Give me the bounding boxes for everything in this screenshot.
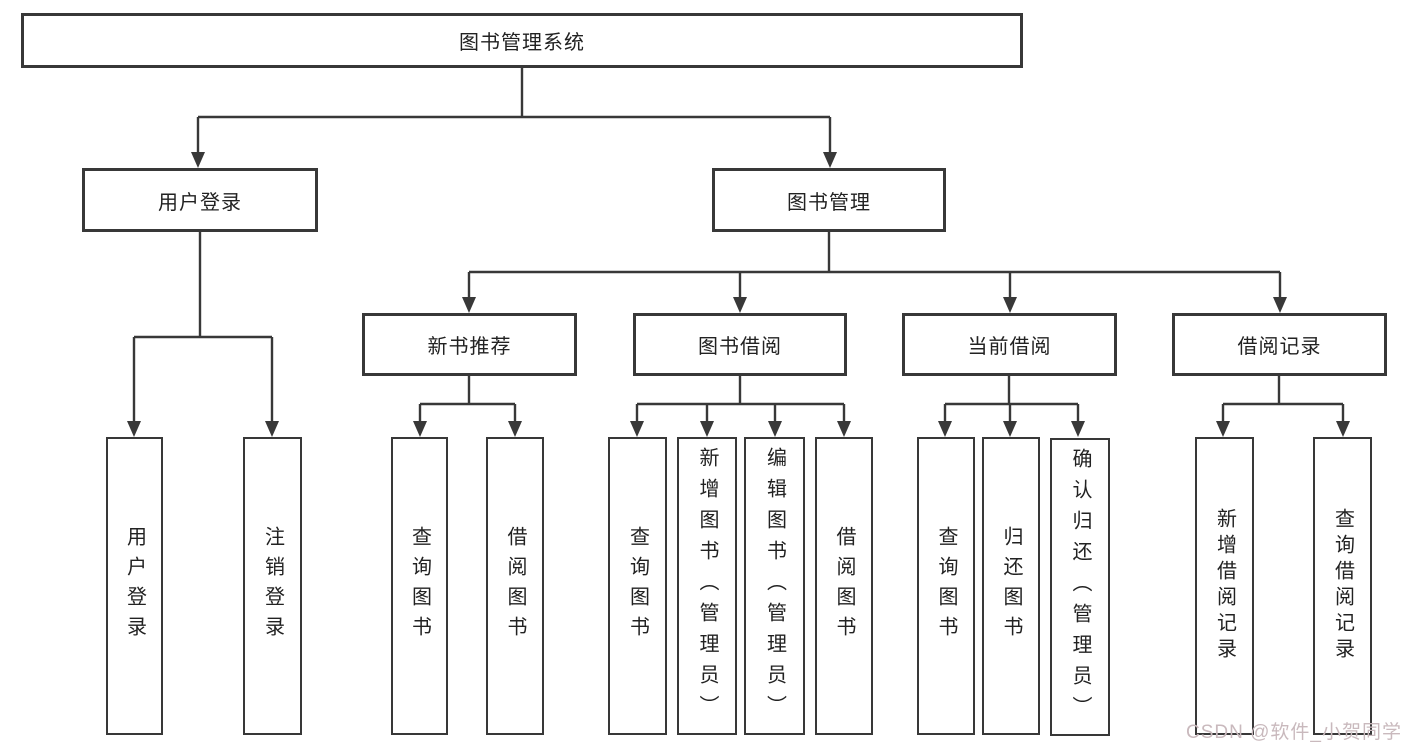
leaf-borrow-books-borrowing-label: 借阅图书 — [833, 526, 855, 646]
leaf-return-books: 归还图书 — [982, 437, 1040, 735]
leaf-confirm-return-admin: 确认归还（管理员） — [1050, 438, 1110, 736]
node-borrowing-records-label: 借阅记录 — [1237, 336, 1322, 358]
watermark-text: CSDN @软件_小贺同学 — [1186, 722, 1402, 743]
leaf-logout-label: 注销登录 — [261, 526, 284, 646]
node-book-management: 图书管理 — [712, 168, 946, 232]
node-book-management-label: 图书管理 — [787, 191, 871, 214]
node-user-login: 用户登录 — [82, 168, 318, 232]
leaf-user-login: 用户登录 — [106, 437, 163, 735]
leaf-query-borrow-record: 查询借阅记录 — [1313, 437, 1372, 735]
leaf-query-borrow-record-label: 查询借阅记录 — [1331, 508, 1354, 664]
leaf-logout: 注销登录 — [243, 437, 302, 735]
node-book-borrowing: 图书借阅 — [633, 313, 847, 376]
leaf-add-borrow-record: 新增借阅记录 — [1195, 437, 1254, 735]
leaf-user-login-label: 用户登录 — [123, 526, 146, 646]
leaf-borrow-books-borrowing: 借阅图书 — [815, 437, 873, 735]
node-library-system-label: 图书管理系统 — [459, 32, 585, 54]
node-new-book-recommendation: 新书推荐 — [362, 313, 577, 376]
node-current-borrowing: 当前借阅 — [902, 313, 1117, 376]
node-new-book-recommendation-label: 新书推荐 — [427, 336, 512, 358]
node-book-borrowing-label: 图书借阅 — [698, 336, 782, 358]
node-borrowing-records: 借阅记录 — [1172, 313, 1387, 376]
leaf-add-books-admin-label: 新增图书（管理员） — [696, 446, 718, 726]
leaf-confirm-return-admin-label: 确认归还（管理员） — [1069, 447, 1091, 727]
leaf-borrow-books-recommend-label: 借阅图书 — [504, 526, 526, 646]
node-current-borrowing-label: 当前借阅 — [967, 336, 1052, 358]
leaf-query-books-borrowing: 查询图书 — [608, 437, 667, 735]
node-library-system: 图书管理系统 — [21, 13, 1023, 68]
leaf-add-books-admin: 新增图书（管理员） — [677, 437, 737, 735]
leaf-query-books-current: 查询图书 — [917, 437, 975, 735]
leaf-borrow-books-recommend: 借阅图书 — [486, 437, 544, 735]
leaf-query-books-recommend-label: 查询图书 — [408, 526, 431, 646]
leaf-edit-books-admin: 编辑图书（管理员） — [744, 437, 805, 735]
leaf-edit-books-admin-label: 编辑图书（管理员） — [763, 446, 786, 726]
leaf-query-books-recommend: 查询图书 — [391, 437, 448, 735]
node-user-login-label: 用户登录 — [158, 191, 242, 214]
leaf-add-borrow-record-label: 新增借阅记录 — [1213, 508, 1236, 664]
arrowheads — [127, 152, 1350, 437]
leaf-return-books-label: 归还图书 — [1000, 526, 1022, 646]
leaf-query-books-current-label: 查询图书 — [935, 526, 957, 646]
leaf-query-books-borrowing-label: 查询图书 — [626, 526, 649, 646]
